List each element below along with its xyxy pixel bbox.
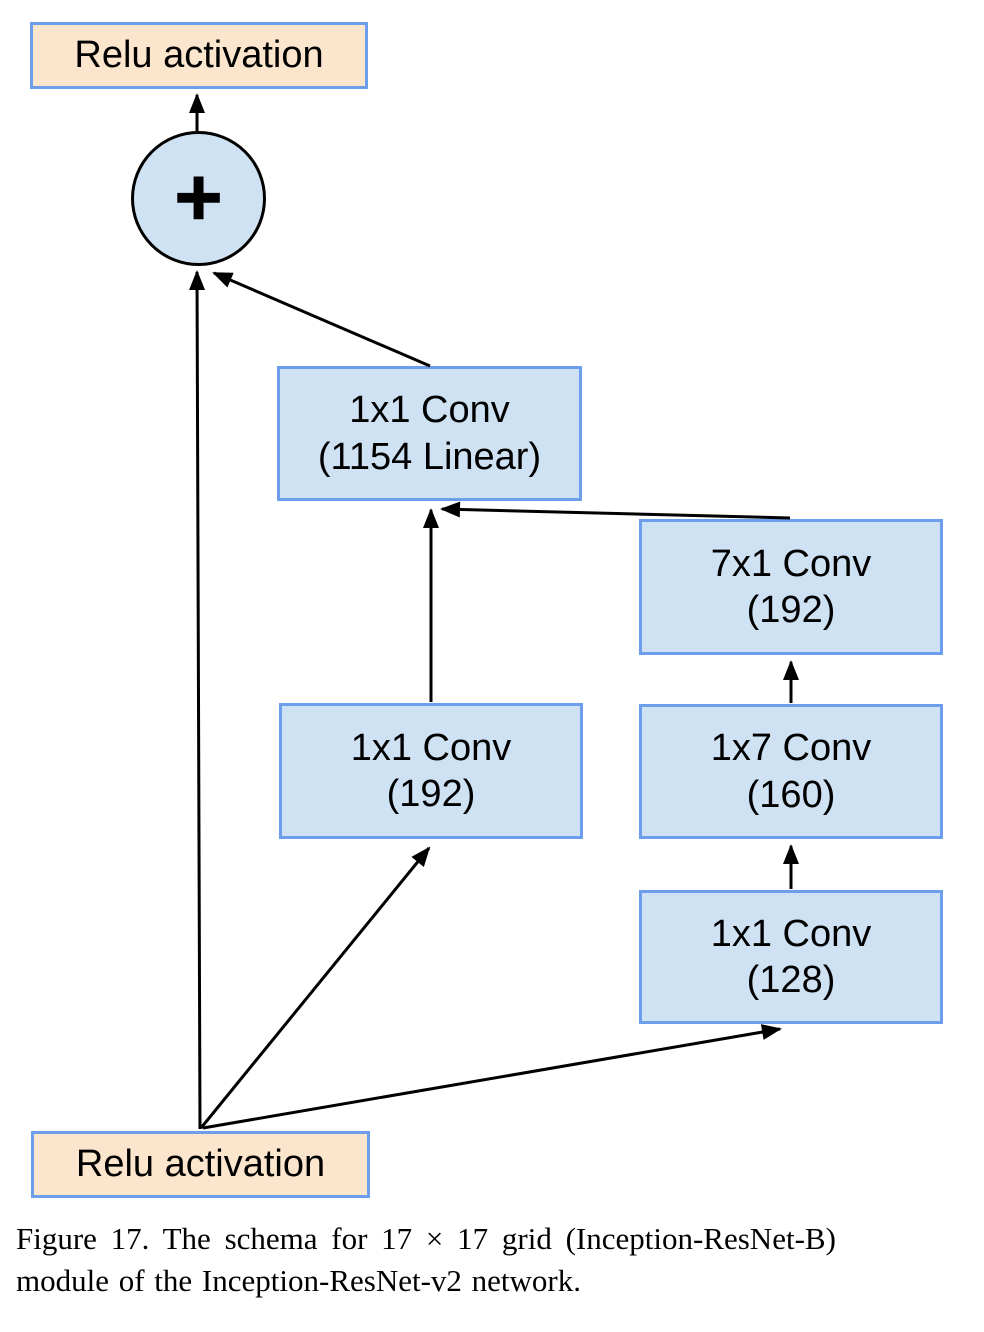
conv-1x7-160-box: 1x7 Conv (160)	[639, 704, 943, 839]
relu-activation-bottom-label: Relu activation	[75, 1143, 326, 1186]
caption-line-1: Figure 17. The schema for 17 × 17 grid (…	[16, 1221, 836, 1256]
conv-1x1-1154-line2: (1154 Linear)	[317, 435, 542, 478]
relu-activation-top-box: Relu activation	[30, 22, 368, 89]
conv-1x7-160-line2: (160)	[746, 773, 836, 816]
caption-line-2: module of the Inception-ResNet-v2 networ…	[16, 1263, 581, 1298]
conv-1x1-192-box: 1x1 Conv (192)	[279, 703, 583, 839]
relu-activation-top-label: Relu activation	[74, 34, 324, 77]
conv-1x1-128-box: 1x1 Conv (128)	[639, 890, 943, 1024]
relu-activation-bottom-box: Relu activation	[31, 1131, 370, 1198]
figure-caption: Figure 17. The schema for 17 × 17 grid (…	[16, 1218, 970, 1302]
plus-icon: +	[170, 159, 226, 234]
arrow-relu-bottom-to-conv1x1-192	[199, 846, 431, 1129]
conv-7x1-192-line1: 7x1 Conv	[710, 542, 872, 585]
arrow-relu-bottom-to-conv1x1-128	[202, 1024, 782, 1130]
conv-1x1-128-line2: (128)	[746, 959, 836, 1001]
conv-7x1-192-box: 7x1 Conv (192)	[639, 519, 943, 655]
conv-1x1-1154-linear-box: 1x1 Conv (1154 Linear)	[277, 366, 582, 501]
conv-1x1-192-line2: (192)	[386, 773, 476, 815]
sum-node: +	[131, 131, 266, 266]
conv-1x1-1154-line1: 1x1 Conv	[349, 389, 510, 432]
arrow-conv1154-to-sum	[212, 271, 431, 368]
conv-1x1-128-line1: 1x1 Conv	[710, 912, 872, 955]
arrow-conv7x1-192-to-conv1154	[440, 501, 791, 520]
conv-1x1-192-line1: 1x1 Conv	[350, 726, 512, 769]
conv-7x1-192-line2: (192)	[746, 589, 836, 631]
conv-1x7-160-line1: 1x7 Conv	[710, 727, 872, 770]
arrow-relu-bottom-to-sum	[189, 270, 206, 1130]
